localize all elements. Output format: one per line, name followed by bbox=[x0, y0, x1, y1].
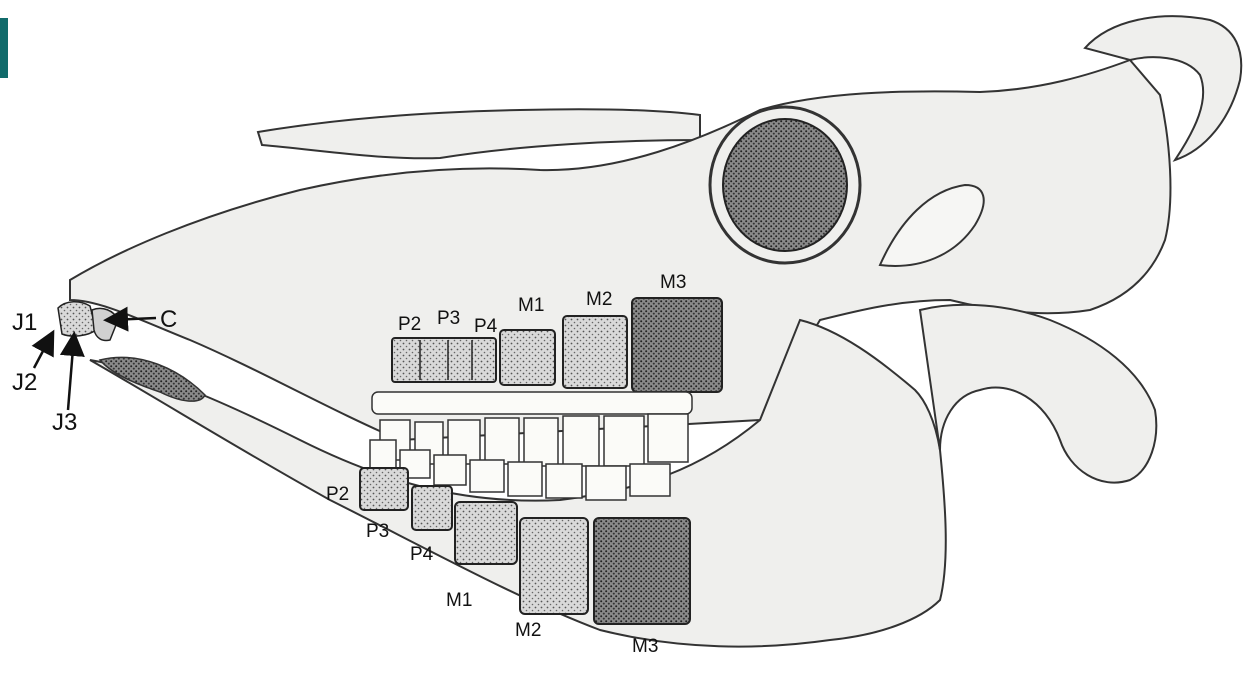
label-upper-p4: P4 bbox=[474, 316, 498, 337]
label-j3: J3 bbox=[52, 409, 77, 436]
label-upper-m3: M3 bbox=[660, 272, 686, 293]
label-j2: J2 bbox=[12, 369, 37, 396]
label-upper-p2: P2 bbox=[398, 314, 421, 335]
arrow-j3 bbox=[68, 336, 74, 410]
arrow-j2 bbox=[34, 334, 52, 368]
label-lower-p3: P3 bbox=[366, 521, 389, 542]
label-lower-p2: P2 bbox=[326, 484, 349, 505]
label-lower-m1: M1 bbox=[446, 590, 472, 611]
eye-orbit bbox=[710, 107, 860, 263]
label-j1: J1 bbox=[12, 309, 37, 336]
label-lower-m3: M3 bbox=[632, 636, 658, 657]
label-upper-m1: M1 bbox=[518, 295, 544, 316]
label-lower-p4: P4 bbox=[410, 544, 434, 565]
label-c: C bbox=[160, 306, 177, 333]
label-upper-p3: P3 bbox=[437, 308, 460, 329]
occlusal-crowns bbox=[370, 392, 692, 500]
label-upper-m2: M2 bbox=[586, 289, 612, 310]
label-lower-m2: M2 bbox=[515, 620, 541, 641]
